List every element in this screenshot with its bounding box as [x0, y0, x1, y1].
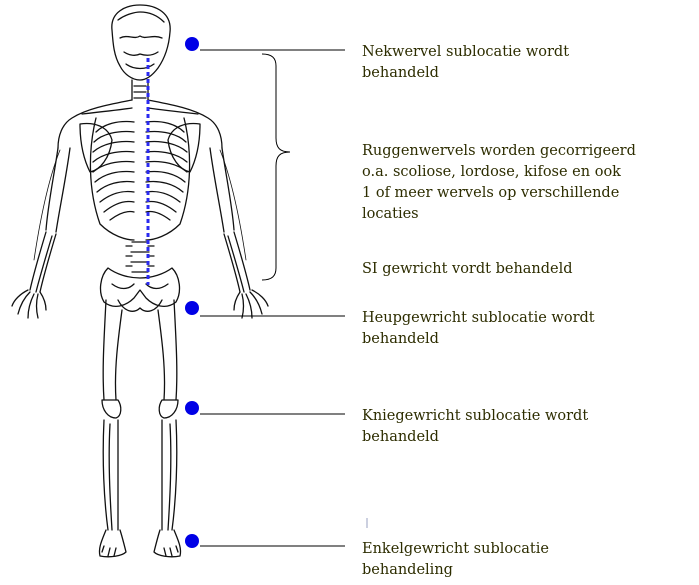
- ankle-label: Enkelgewricht sublocatie behandeling: [362, 539, 549, 581]
- spine-label-line-2: o.a. scoliose, lordose, kifose en ook: [362, 162, 636, 183]
- ankle-marker-icon: [185, 534, 199, 548]
- si-label-line-1: SI gewricht vordt behandeld: [362, 259, 573, 280]
- hip-label-line-2: behandeld: [362, 329, 595, 350]
- knee-label: Kniegewricht sublocatie wordt behandeld: [362, 406, 588, 448]
- neck-marker-icon: [185, 37, 199, 51]
- right-hand: [234, 290, 268, 318]
- ribcage: [90, 118, 134, 240]
- ankle-label-line-2: behandeling: [362, 560, 549, 581]
- neck-label-line-2: behandeld: [362, 63, 569, 84]
- knee-label-line-2: behandeld: [362, 427, 588, 448]
- spine-label-line-4: locaties: [362, 204, 636, 225]
- knee-marker-icon: [185, 401, 199, 415]
- spine-label: Ruggenwervels worden gecorrigeerd o.a. s…: [362, 141, 636, 225]
- ankle-label-line-1: Enkelgewricht sublocatie: [362, 539, 549, 560]
- left-hand: [12, 290, 46, 318]
- spine-label-line-3: 1 of meer wervels op verschillende: [362, 183, 636, 204]
- neck-label-line-1: Nekwervel sublocatie wordt: [362, 42, 569, 63]
- neck-label: Nekwervel sublocatie wordt behandeld: [362, 42, 569, 84]
- curly-brace-icon: [262, 54, 290, 280]
- right-foot: [154, 530, 181, 557]
- hip-label-line-1: Heupgewricht sublocatie wordt: [362, 308, 595, 329]
- hip-marker-icon: [185, 301, 199, 315]
- left-foot: [99, 530, 126, 557]
- pelvis: [101, 268, 180, 306]
- knee-label-line-1: Kniegewricht sublocatie wordt: [362, 406, 588, 427]
- si-label: SI gewricht vordt behandeld: [362, 259, 573, 280]
- spine-label-line-1: Ruggenwervels worden gecorrigeerd: [362, 141, 636, 162]
- hip-label: Heupgewricht sublocatie wordt behandeld: [362, 308, 595, 350]
